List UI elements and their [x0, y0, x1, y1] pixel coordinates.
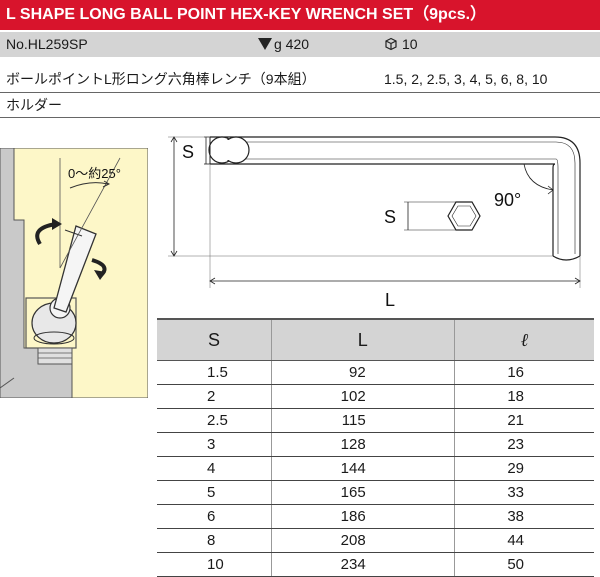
cell-short-length: 50	[453, 552, 594, 577]
cell-short-length: 21	[453, 408, 594, 433]
tilt-angle-label: 0～約25°	[68, 166, 121, 181]
cell-short-length: 38	[453, 504, 594, 529]
cell-l: 115	[270, 408, 455, 433]
cell-short-length: 23	[453, 432, 594, 457]
product-name: ボールポイントL形ロング六角棒レンチ（9本組）	[6, 71, 316, 87]
cell-short-length: 33	[453, 480, 594, 505]
cell-s: 2	[157, 384, 272, 409]
description-row: ボールポイントL形ロング六角棒レンチ（9本組） 1.5, 2, 2.5, 3, …	[0, 67, 600, 93]
cell-s: 8	[157, 528, 272, 553]
cell-l: 186	[270, 504, 455, 529]
header-s: S	[157, 318, 272, 361]
product-quantity: 10	[384, 32, 418, 57]
header-short-length: ℓ	[453, 318, 594, 361]
quantity-value: 10	[402, 36, 418, 52]
cell-l: 234	[270, 552, 455, 577]
holder-label: ホルダー	[6, 97, 62, 113]
cell-l: 128	[270, 432, 455, 457]
cell-s: 1.5	[157, 360, 272, 385]
cell-l: 208	[270, 528, 455, 553]
cell-short-length: 44	[453, 528, 594, 553]
table-header-row: S L ℓ	[157, 318, 594, 361]
cell-l: 144	[270, 456, 455, 481]
cell-s: 5	[157, 480, 272, 505]
header-l: L	[270, 318, 455, 361]
cell-short-length: 18	[453, 384, 594, 409]
weight-icon	[258, 38, 272, 50]
page-title: L SHAPE LONG BALL POINT HEX-KEY WRENCH S…	[0, 0, 600, 30]
box-icon	[385, 37, 397, 51]
size-list: 1.5, 2, 2.5, 3, 4, 5, 6, 8, 10	[384, 71, 548, 87]
cell-s: 3	[157, 432, 272, 457]
cell-l: 165	[270, 480, 455, 505]
long-length-label: L	[385, 290, 395, 310]
s-dimension-label-hex: S	[384, 207, 396, 227]
cell-l: 102	[270, 384, 455, 409]
s-dimension-label-top: S	[182, 142, 194, 162]
holder-row: ホルダー	[0, 93, 600, 118]
cell-short-length: 29	[453, 456, 594, 481]
cell-s: 6	[157, 504, 272, 529]
cell-short-length: 16	[453, 360, 594, 385]
weight-value: g 420	[274, 36, 310, 52]
product-number: No.HL259SP	[6, 36, 88, 52]
cell-s: 2.5	[157, 408, 272, 433]
product-weight: g 420	[258, 32, 309, 57]
product-info-row: No.HL259SP g 420 10	[0, 32, 600, 57]
cell-s: 10	[157, 552, 272, 577]
cell-l: 92	[270, 360, 455, 385]
angle-label: 90°	[494, 190, 521, 210]
cell-s: 4	[157, 456, 272, 481]
holder-illustration: 0～約25°	[0, 148, 148, 398]
wrench-diagram: S ℓ S 90° L	[168, 136, 581, 310]
